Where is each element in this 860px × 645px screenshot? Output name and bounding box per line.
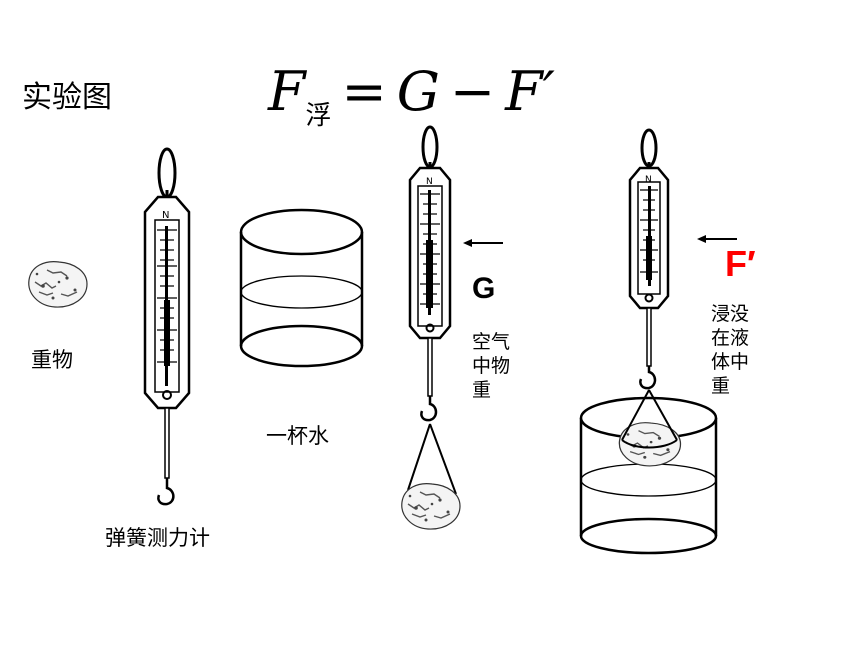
formula-subscript: 浮: [305, 101, 332, 131]
label-water-cup: 一杯水: [266, 424, 329, 448]
spring-scale-2: N: [401, 125, 461, 530]
weight-rock: [28, 260, 88, 308]
buoyancy-formula: F浮 =G−F′: [268, 60, 555, 132]
label-immersed: 浸没在液体中重: [711, 303, 750, 397]
svg-text:N: N: [426, 177, 433, 187]
label-weight: 重物: [31, 348, 73, 372]
label-f-prime: F′: [725, 243, 756, 284]
spring-scale-3: N: [628, 128, 670, 390]
arrow-g: [463, 239, 503, 247]
arrow-f-prime: [697, 235, 737, 243]
water-cup: [239, 208, 364, 368]
formula-g: G: [396, 60, 440, 123]
svg-text:N: N: [645, 175, 652, 185]
svg-text:N: N: [162, 210, 169, 221]
label-g: G: [472, 272, 496, 305]
label-spring-scale: 弹簧测力计: [105, 526, 210, 550]
formula-f-prime: F′: [505, 60, 555, 123]
label-air-weight: 空气中物重: [472, 331, 511, 401]
formula-f: F: [268, 60, 306, 123]
beaker-immersed: [579, 389, 718, 555]
formula-equals: =: [341, 60, 387, 123]
spring-scale-1: N: [143, 147, 191, 506]
formula-minus: −: [449, 60, 496, 123]
page-title: 实验图: [22, 80, 112, 115]
